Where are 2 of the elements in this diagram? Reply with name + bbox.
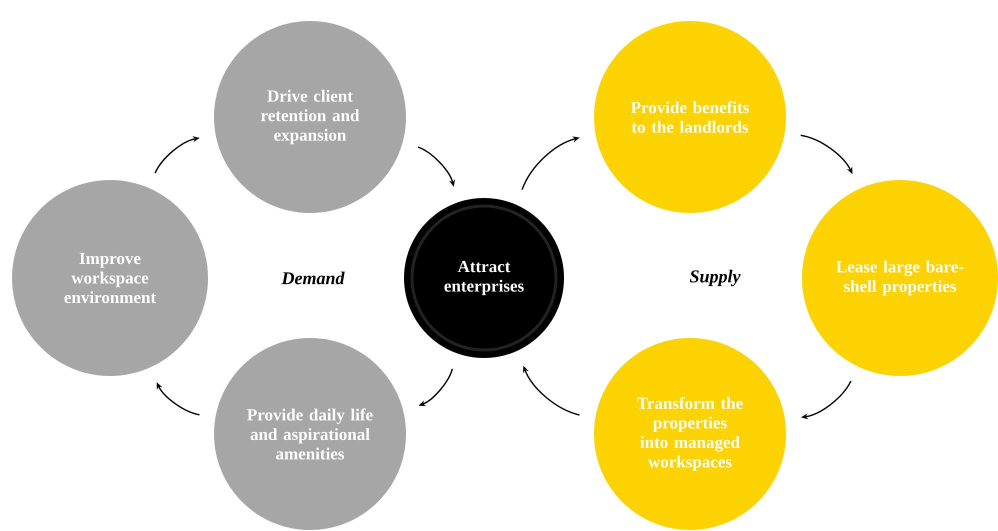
section-label: Supply xyxy=(690,270,741,286)
section-label: Demand xyxy=(281,272,345,284)
